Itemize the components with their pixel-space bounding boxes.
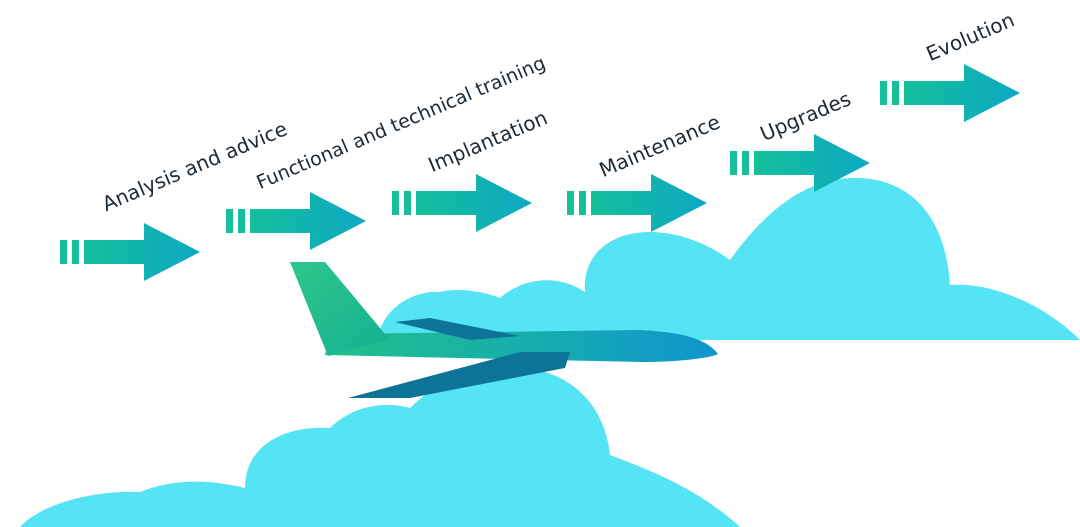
arrow-bar-1 [880, 81, 887, 105]
plane-body [325, 330, 718, 362]
arrow-1 [60, 223, 200, 281]
arrow-bar-2 [72, 240, 79, 264]
arrow-head [84, 223, 200, 281]
arrow-bar-2 [404, 191, 411, 215]
arrow-bar-2 [579, 191, 586, 215]
cloud-right [378, 177, 1080, 340]
arrow-bar-2 [742, 151, 749, 175]
arrow-head [591, 174, 707, 232]
arrow-head [416, 174, 532, 232]
arrow-bar-1 [226, 209, 233, 233]
arrow-5 [730, 134, 870, 192]
arrow-bar-2 [892, 81, 899, 105]
plane-upper-wing [395, 318, 520, 340]
arrow-3 [392, 174, 532, 232]
arrow-bar-1 [730, 151, 737, 175]
arrow-head [754, 134, 870, 192]
plane-tail [290, 262, 390, 356]
arrow-head [904, 64, 1020, 122]
arrow-6 [880, 64, 1020, 122]
arrow-head [250, 192, 366, 250]
airplane [290, 262, 718, 398]
arrow-4 [567, 174, 707, 232]
arrow-bar-2 [238, 209, 245, 233]
arrow-bar-1 [567, 191, 574, 215]
plane-lower-wing [348, 352, 570, 398]
arrow-bar-1 [60, 240, 67, 264]
cloud-left [20, 367, 740, 527]
arrow-2 [226, 192, 366, 250]
arrow-bar-1 [392, 191, 399, 215]
